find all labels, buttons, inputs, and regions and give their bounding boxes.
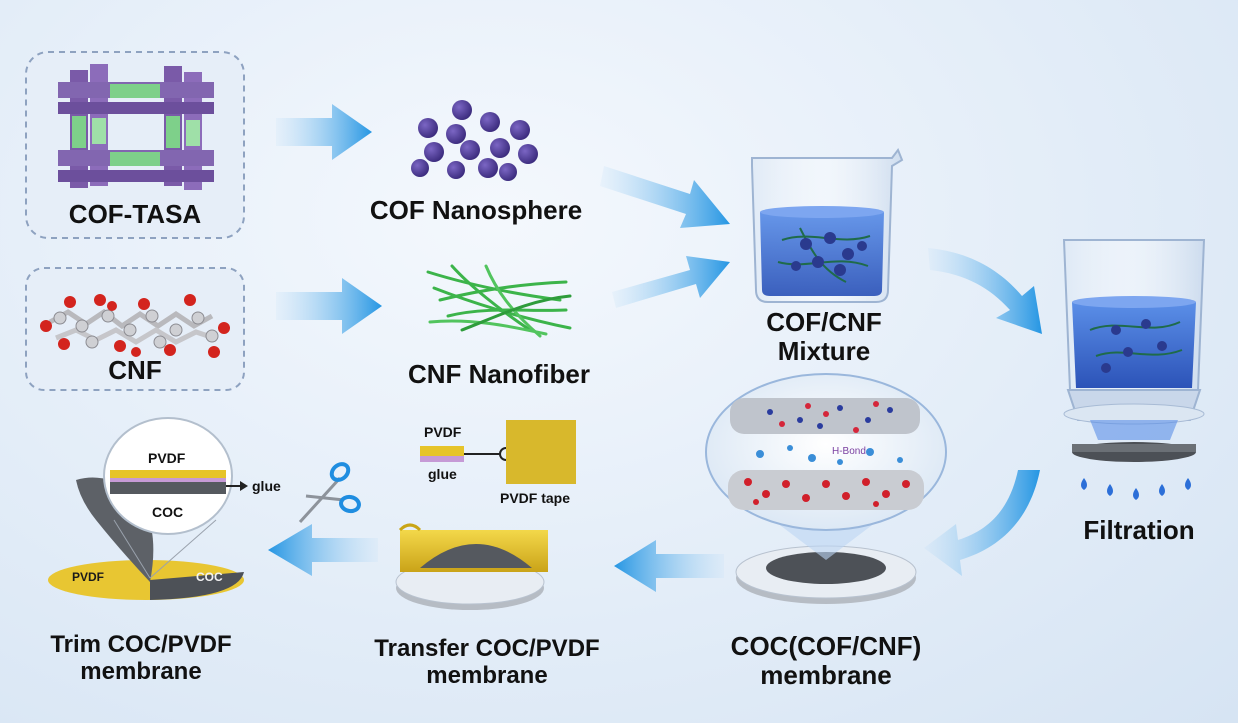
- label-mixture-line1: COF/CNF: [766, 307, 882, 337]
- label-trim-line1: Trim COC/PVDF: [50, 631, 232, 658]
- transfer-membrane-icon: [395, 523, 548, 610]
- cnf-panel: [25, 267, 245, 391]
- label-transfer-line1: Transfer COC/PVDF: [374, 635, 600, 662]
- label-zoom-glue: glue: [252, 478, 281, 494]
- label-trim-line2: membrane: [80, 657, 202, 685]
- label-transfer-membrane: Transfer COC/PVDF membrane: [362, 635, 612, 690]
- label-zoom-coc: COC: [152, 504, 184, 520]
- coc-membrane-icon: [735, 510, 917, 604]
- label-cnf: CNF: [108, 355, 162, 385]
- label-cof-nanosphere: COF Nanosphere: [369, 195, 583, 225]
- cnf-nanofiber-icon: [426, 264, 572, 338]
- scissors-icon: [298, 462, 361, 524]
- label-filtration: Filtration: [1083, 515, 1195, 545]
- cof-nanosphere-icon: [411, 100, 538, 181]
- label-h-bond: H-Bond: [832, 446, 866, 457]
- label-coc-membrane: COC(COF/CNF) membrane: [726, 631, 926, 691]
- label-disk-pvdf: PVDF: [72, 570, 105, 584]
- label-pvdf-tape: PVDF tape: [500, 490, 571, 506]
- label-tape-glue: glue: [428, 466, 457, 482]
- filtration-apparatus-icon: [1062, 239, 1206, 500]
- label-mixture: COF/CNF Mixture: [742, 307, 906, 367]
- arrow-nanosphere-to-mixture: [600, 166, 730, 228]
- arrow-filtration-to-coc: [924, 470, 1040, 576]
- label-zoom-pvdf: PVDF: [148, 450, 186, 466]
- label-mixture-line2: Mixture: [777, 336, 871, 367]
- h-bond-zoom-lens: [705, 373, 947, 531]
- label-coc-membrane-line2: membrane: [760, 660, 892, 691]
- arrow-coc-to-transfer: [614, 540, 724, 592]
- arrow-transfer-to-trim: [268, 524, 378, 576]
- trim-membrane-icon: [48, 417, 248, 600]
- label-tape-pvdf: PVDF: [424, 424, 462, 440]
- arrow-mixture-to-filtration: [928, 248, 1042, 334]
- arrow-cof-to-nanosphere: [276, 104, 372, 160]
- cof-tasa-panel: [25, 51, 245, 239]
- label-cof-tasa: COF-TASA: [68, 199, 202, 229]
- pvdf-tape-legend: [420, 420, 576, 484]
- label-cnf-nanofiber: CNF Nanofiber: [408, 359, 590, 389]
- label-transfer-line2: membrane: [426, 661, 548, 689]
- mixture-beaker-icon: [751, 147, 904, 303]
- arrow-cnf-to-nanofiber: [276, 278, 382, 334]
- arrow-nanofiber-to-mixture: [612, 256, 730, 308]
- cof-framework-icon: [58, 64, 214, 190]
- cnf-molecule-icon: [40, 294, 230, 358]
- label-coc-membrane-line1: COC(COF/CNF): [730, 631, 922, 661]
- label-disk-coc: COC: [196, 570, 223, 584]
- label-trim-membrane: Trim COC/PVDF membrane: [26, 631, 256, 686]
